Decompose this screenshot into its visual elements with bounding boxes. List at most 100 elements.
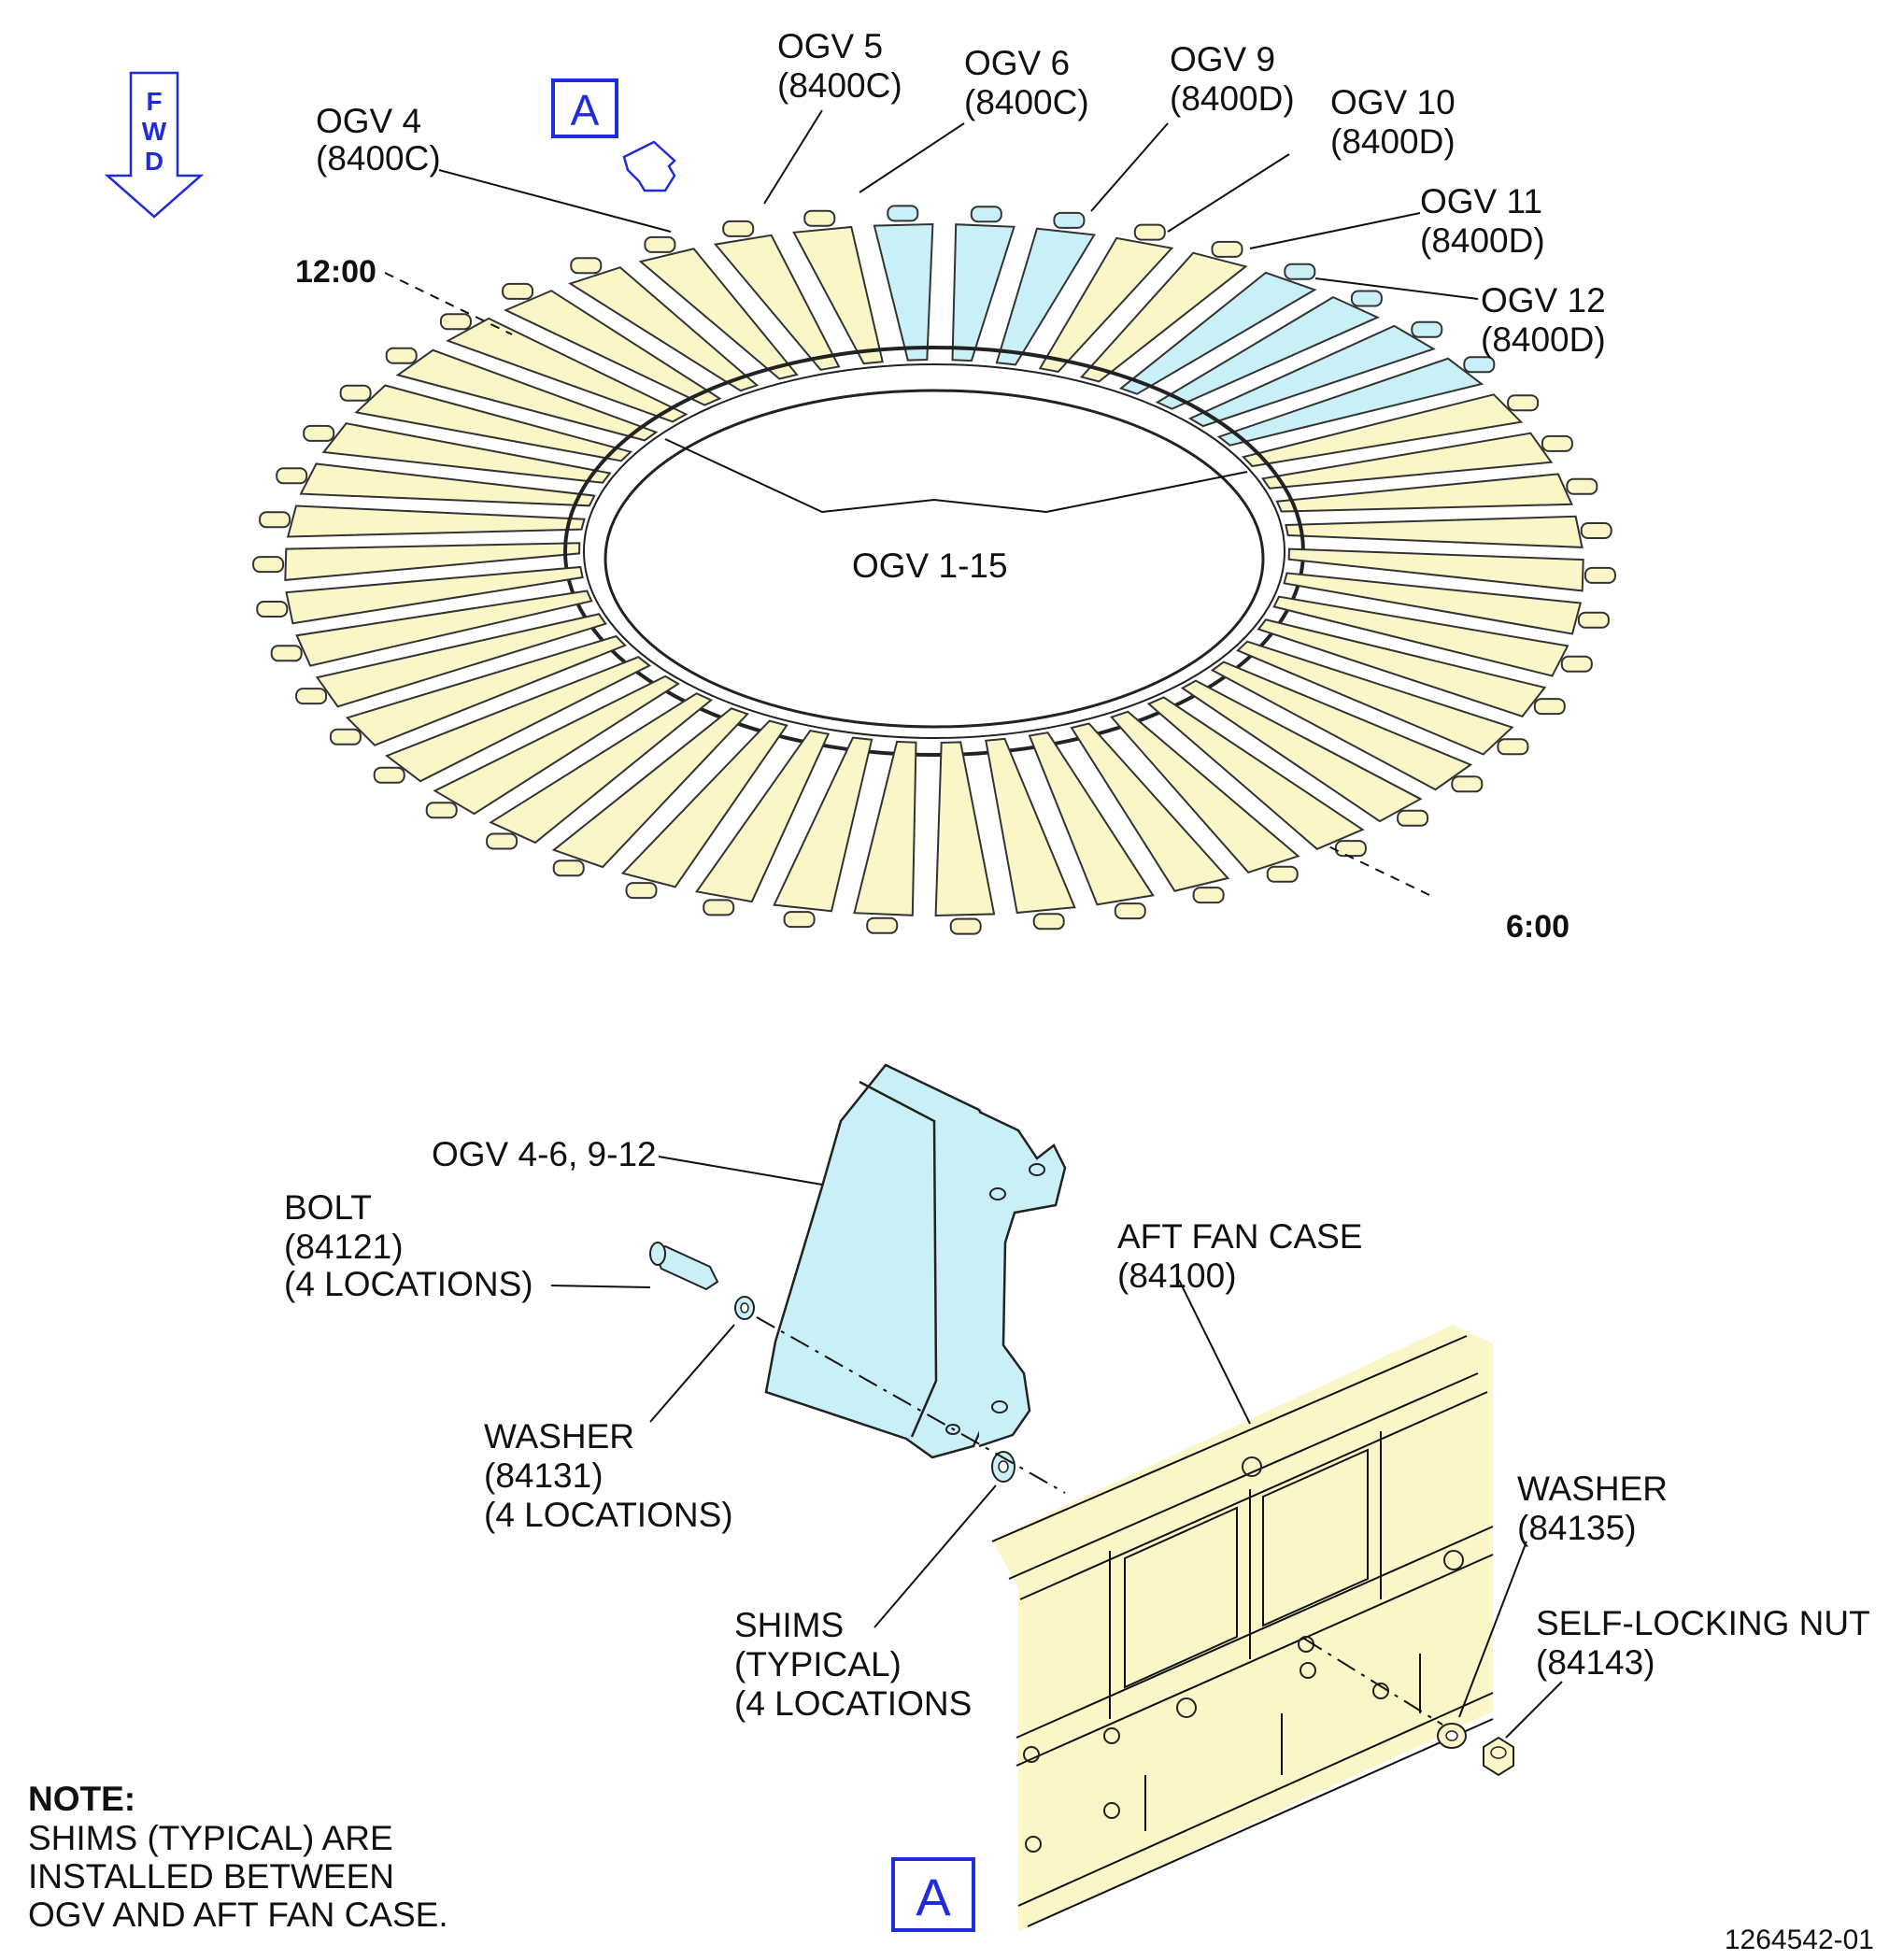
ogv-vane — [1285, 515, 1584, 548]
ogv-mount-pad — [887, 205, 919, 222]
washer-84131 — [734, 1296, 755, 1320]
ogv-vane — [1079, 251, 1248, 383]
ogv11-label: OGV 11 — [1420, 182, 1542, 220]
ogv-mount-pad — [1580, 522, 1612, 539]
ogv-vane — [345, 634, 627, 746]
ogv6-label: OGV 6 — [964, 44, 1070, 82]
ogv-mount-pad — [570, 257, 603, 275]
ogv-vane — [620, 719, 788, 888]
ogv-mount-pad — [1584, 566, 1616, 584]
ogv-mount-pad — [1451, 775, 1484, 793]
ogv-vane — [1118, 271, 1317, 395]
ogv-mount-pad — [270, 645, 303, 662]
ogv-mount-pad — [1533, 698, 1566, 716]
ogv-vane — [773, 736, 873, 913]
ogv-mount-pad — [1211, 240, 1243, 258]
ogv12-label: OGV 12 — [1481, 281, 1606, 320]
install-path-lines — [756, 1316, 1443, 1726]
ogv-vane — [1260, 432, 1554, 490]
ogv-mount-pad — [256, 601, 289, 618]
ogv-vane — [1216, 357, 1484, 447]
detail-leader-lines — [550, 1156, 1563, 1739]
ogv-vane — [284, 542, 581, 581]
ogv-vane — [1272, 595, 1569, 677]
shims-qty: (4 LOCATIONS — [734, 1684, 972, 1723]
ogv-mount-pad — [295, 688, 328, 705]
aft-fan-case-label: AFT FAN CASE — [1117, 1217, 1363, 1256]
fwd-direction-arrow: F W D — [104, 71, 205, 219]
ring-bore — [604, 389, 1265, 729]
ogv-vane — [285, 565, 584, 625]
ogv-vane — [295, 589, 593, 667]
ogv12-ref: (8400D) — [1481, 320, 1606, 359]
ogv6-ref: (8400C) — [964, 83, 1089, 121]
ogv-mount-pad — [644, 235, 676, 253]
ogv-vane — [873, 222, 934, 362]
ogv-mount-pad — [552, 859, 585, 877]
ogv-vane — [1187, 324, 1436, 428]
view-a-letter-top: A — [571, 86, 600, 135]
ogv-detail-vane — [764, 1063, 1067, 1459]
clock-6-label: 6:00 — [1506, 909, 1569, 944]
view-a-letter-bottom: A — [916, 1868, 951, 1926]
ogv-mount-pad — [1114, 902, 1146, 920]
fwd-letter-f: F — [146, 87, 162, 116]
ogv-mount-pad — [303, 424, 335, 442]
ogv-mount-pad — [385, 347, 418, 364]
ogv-vane — [446, 317, 689, 423]
ogv-mount-pad — [949, 917, 982, 935]
ogv-vane — [1146, 696, 1365, 850]
ogv-mount-pad — [1266, 865, 1299, 883]
aft-fan-case-ref: (84100) — [1117, 1257, 1237, 1295]
ogv-vane — [1038, 236, 1174, 373]
ogv-vane — [1275, 473, 1573, 513]
ogv-leader-lines — [384, 109, 1479, 896]
ogv-vane — [1070, 722, 1230, 892]
ogv-vane — [713, 234, 841, 371]
ogv5-ref: (8400C) — [777, 66, 902, 105]
view-a-marker-top: A — [551, 78, 618, 138]
shims-type: (TYPICAL) — [734, 1645, 902, 1683]
ogv-mount-pad — [329, 728, 362, 746]
ogv-vane — [433, 675, 680, 816]
bolt-qty: (4 LOCATIONS) — [284, 1265, 533, 1303]
ogv-mount-pad — [722, 220, 755, 237]
fwd-letter-d: D — [145, 147, 163, 176]
ogv9-ref: (8400D) — [1170, 79, 1295, 118]
fwd-letter-w: W — [142, 117, 167, 146]
bolt-label: BOLT — [284, 1188, 372, 1227]
ogv-vane — [321, 422, 612, 484]
ogv-mount-pad — [783, 911, 816, 929]
ogv-vane — [995, 227, 1096, 366]
ogv-mount-pad — [1350, 290, 1383, 307]
ogv-mount-pad — [1032, 913, 1065, 930]
shim-part — [991, 1451, 1016, 1483]
clock-12-label: 12:00 — [295, 254, 376, 290]
ogv-mount-pad — [803, 209, 836, 227]
ogv-vane — [489, 692, 714, 845]
ogv-vane — [1283, 572, 1583, 635]
shims-label: SHIMS — [734, 1606, 844, 1644]
ogv-range-label: OGV 1-15 — [852, 547, 1008, 585]
aft-fan-case-panel — [991, 1325, 1494, 1932]
ogv-vane — [985, 737, 1076, 915]
ogv-vane — [694, 729, 831, 903]
ogv-mount-pad — [1397, 809, 1429, 827]
ogv-mount-pad — [339, 384, 372, 402]
ogv-mount-pad — [1566, 477, 1598, 495]
ogv-vane — [638, 248, 799, 380]
ogv10-label: OGV 10 — [1330, 83, 1456, 121]
ogv-detail-label: OGV 4-6, 9-12 — [432, 1135, 657, 1173]
washer-84135 — [1437, 1723, 1467, 1749]
ogv-vane — [1236, 640, 1514, 756]
ogv-mount-pad — [1463, 356, 1496, 374]
ogv-vane — [395, 348, 659, 442]
bolt-ref: (84121) — [284, 1228, 404, 1266]
view-a-marker-bottom: A — [891, 1857, 975, 1932]
note-line-1: SHIMS (TYPICAL) ARE — [28, 1819, 393, 1857]
note-line-3: OGV AND AFT FAN CASE. — [28, 1896, 448, 1934]
ogv-mount-pad — [486, 832, 518, 850]
ogv-mount-pad — [1411, 320, 1443, 338]
ogv-vane — [934, 741, 996, 917]
washer-a-ref: (84131) — [484, 1456, 604, 1495]
